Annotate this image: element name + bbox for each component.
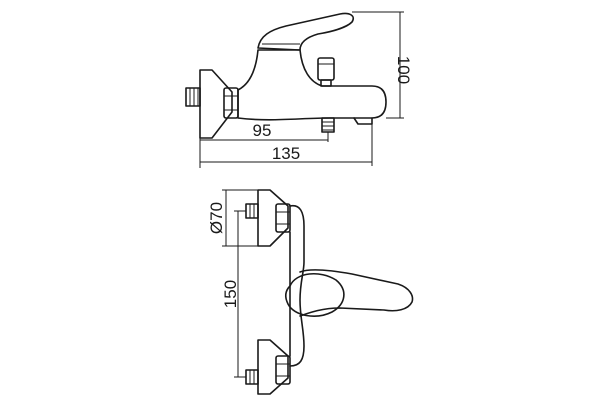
dim-flange-diameter: Ø70	[207, 189, 258, 247]
dim-height-label: 100	[394, 56, 413, 84]
side-inlet-thread	[185, 87, 201, 107]
dim-flange-diameter-label: Ø70	[207, 202, 226, 234]
dim-spout-reach: 95	[199, 121, 329, 168]
dim-overall-length-label: 135	[272, 144, 300, 163]
front-view	[245, 189, 414, 395]
front-nut-top	[275, 203, 291, 233]
side-spout-outlet	[353, 117, 373, 125]
front-inlet-bottom	[245, 369, 259, 385]
dim-center-distance-label: 150	[221, 280, 240, 308]
front-flange-bottom	[257, 339, 289, 395]
dim-center-distance: 150	[221, 210, 246, 378]
dim-overall-length: 135	[200, 124, 373, 166]
front-lever-handle	[299, 269, 414, 317]
side-flange	[199, 69, 233, 139]
side-diverter-knob	[317, 57, 335, 81]
front-flange-top	[257, 189, 289, 247]
side-view	[185, 12, 387, 139]
front-inlet-top	[245, 203, 259, 219]
side-body	[237, 49, 387, 121]
front-nut-bottom	[275, 355, 291, 385]
front-body	[289, 204, 305, 367]
dim-spout-reach-label: 95	[253, 121, 272, 140]
front-lever-cap	[285, 273, 345, 317]
dim-height: 100	[352, 11, 413, 119]
side-lever-handle	[257, 12, 355, 51]
side-diverter-stem	[320, 79, 332, 87]
